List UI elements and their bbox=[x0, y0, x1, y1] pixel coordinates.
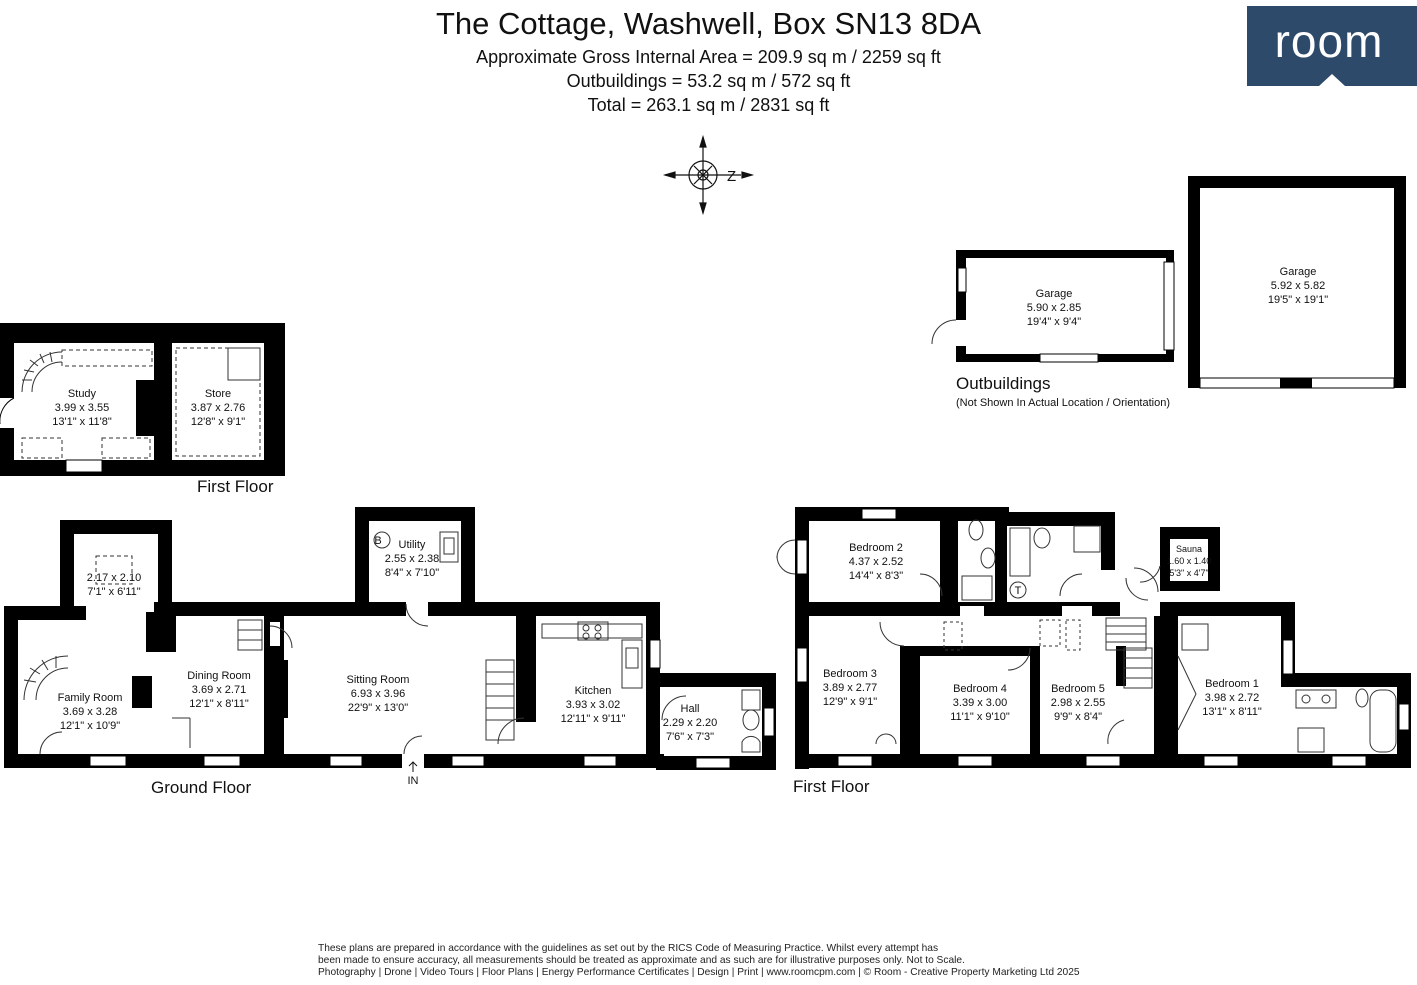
kitchen-imperial: 12'11" x 9'11" bbox=[561, 713, 626, 725]
bedroom1-imperial: 13'1" x 8'11" bbox=[1202, 706, 1262, 718]
compass-label: Z bbox=[727, 168, 736, 185]
sitting-room-imperial: 22'9" x 13'0" bbox=[348, 702, 408, 714]
garage-large-name: Garage bbox=[1280, 266, 1317, 278]
store-metric: 3.87 x 2.76 bbox=[191, 402, 245, 414]
bedroom3-imperial: 12'9" x 9'1" bbox=[823, 696, 877, 708]
garage-large-metric: 5.92 x 5.82 bbox=[1271, 280, 1325, 292]
bedroom4-metric: 3.39 x 3.00 bbox=[953, 697, 1007, 709]
unnamed-room-imperial: 7'1" x 6'11" bbox=[87, 586, 140, 598]
bedroom5-imperial: 9'9" x 8'4" bbox=[1054, 711, 1102, 723]
bedroom3-metric: 3.89 x 2.77 bbox=[823, 682, 877, 694]
first-floor-fixtures bbox=[776, 519, 1397, 753]
bedroom5-name: Bedroom 5 bbox=[1051, 683, 1105, 695]
footer-line-1: These plans are prepared in accordance w… bbox=[318, 943, 939, 954]
garage-small-imperial: 19'4" x 9'4" bbox=[1027, 316, 1081, 328]
first-floor-upper-label: First Floor bbox=[197, 477, 274, 496]
sitting-room-name: Sitting Room bbox=[347, 674, 410, 686]
hall-imperial: 7'6" x 7'3" bbox=[666, 731, 714, 743]
family-room-imperial: 12'1" x 10'9" bbox=[60, 720, 120, 732]
kitchen-metric: 3.93 x 3.02 bbox=[566, 699, 620, 711]
family-room-metric: 3.69 x 3.28 bbox=[63, 706, 117, 718]
bedroom2-name: Bedroom 2 bbox=[849, 542, 903, 554]
outbuildings-label: Outbuildings bbox=[956, 374, 1051, 393]
hall-name: Hall bbox=[681, 703, 700, 715]
footer-line-2: been made to ensure accuracy, all measur… bbox=[318, 955, 965, 966]
bedroom1-name: Bedroom 1 bbox=[1205, 678, 1259, 690]
first-floor-main-label: First Floor bbox=[793, 777, 870, 796]
study-imperial: 13'1" x 11'8" bbox=[52, 416, 112, 428]
bedroom2-metric: 4.37 x 2.52 bbox=[849, 556, 903, 568]
outbuildings-note: (Not Shown In Actual Location / Orientat… bbox=[956, 397, 1170, 409]
tank-label: T bbox=[1015, 585, 1022, 597]
garage-small-walls bbox=[931, 250, 1175, 363]
first-floor-openings bbox=[796, 508, 1410, 767]
garage-small-metric: 5.90 x 2.85 bbox=[1027, 302, 1081, 314]
dining-room-metric: 3.69 x 2.71 bbox=[192, 684, 246, 696]
sitting-room-metric: 6.93 x 3.96 bbox=[351, 688, 405, 700]
bedroom2-imperial: 14'4" x 8'3" bbox=[849, 570, 903, 582]
logo-shape bbox=[1247, 6, 1417, 86]
logo-text: room bbox=[1274, 15, 1384, 67]
dining-room-imperial: 12'1" x 8'11" bbox=[189, 698, 249, 710]
ground-floor-label: Ground Floor bbox=[151, 778, 251, 797]
store-name: Store bbox=[205, 388, 231, 400]
sauna-name: Sauna bbox=[1176, 544, 1202, 554]
bedroom3-name: Bedroom 3 bbox=[823, 668, 877, 680]
disclaimer-footer: These plans are prepared in accordance w… bbox=[318, 943, 1100, 979]
compass-icon bbox=[662, 134, 755, 216]
utility-metric: 2.55 x 2.38 bbox=[385, 553, 439, 565]
study-name: Study bbox=[68, 388, 97, 400]
entrance-arrow-icon bbox=[408, 761, 418, 772]
study-spiral-stair bbox=[21, 347, 261, 459]
utility-imperial: 8'4" x 7'10" bbox=[385, 567, 439, 579]
family-room-name: Family Room bbox=[58, 692, 123, 704]
study-metric: 3.99 x 3.55 bbox=[55, 402, 109, 414]
store-imperial: 12'8" x 9'1" bbox=[191, 416, 245, 428]
sauna-imperial: 5'3" x 4'7" bbox=[1169, 568, 1208, 578]
ground-floor-openings bbox=[20, 598, 775, 769]
bedroom5-metric: 2.98 x 2.55 bbox=[1051, 697, 1105, 709]
boiler-label: B bbox=[374, 535, 381, 547]
entrance-label: IN bbox=[408, 775, 419, 787]
bedroom4-imperial: 11'1" x 9'10" bbox=[950, 711, 1010, 723]
room-logo: room bbox=[1247, 6, 1417, 86]
footer-line-3: Photography | Drone | Video Tours | Floo… bbox=[318, 967, 1080, 978]
outbuildings-area-text: Outbuildings = 53.2 sq m / 572 sq ft bbox=[566, 71, 851, 91]
sauna-metric: 1.60 x 1.40 bbox=[1167, 556, 1212, 566]
unnamed-room-metric: 2.17 x 2.10 bbox=[87, 572, 141, 584]
garage-large-imperial: 19'5" x 19'1" bbox=[1268, 294, 1328, 306]
page-title: The Cottage, Washwell, Box SN13 8DA bbox=[435, 6, 982, 41]
garage-large-walls bbox=[1188, 176, 1406, 389]
first-floor-upper-walls bbox=[0, 323, 285, 476]
ground-floor-fixtures bbox=[23, 531, 761, 755]
bedroom4-name: Bedroom 4 bbox=[953, 683, 1007, 695]
utility-name: Utility bbox=[399, 539, 426, 551]
bedroom1-metric: 3.98 x 2.72 bbox=[1205, 692, 1259, 704]
garage-small-name: Garage bbox=[1036, 288, 1073, 300]
gross-area-text: Approximate Gross Internal Area = 209.9 … bbox=[476, 47, 941, 67]
total-area-text: Total = 263.1 sq m / 2831 sq ft bbox=[587, 95, 830, 115]
dining-room-name: Dining Room bbox=[187, 670, 251, 682]
logo-banner bbox=[1247, 6, 1417, 86]
kitchen-name: Kitchen bbox=[575, 685, 612, 697]
hall-metric: 2.29 x 2.20 bbox=[663, 717, 717, 729]
